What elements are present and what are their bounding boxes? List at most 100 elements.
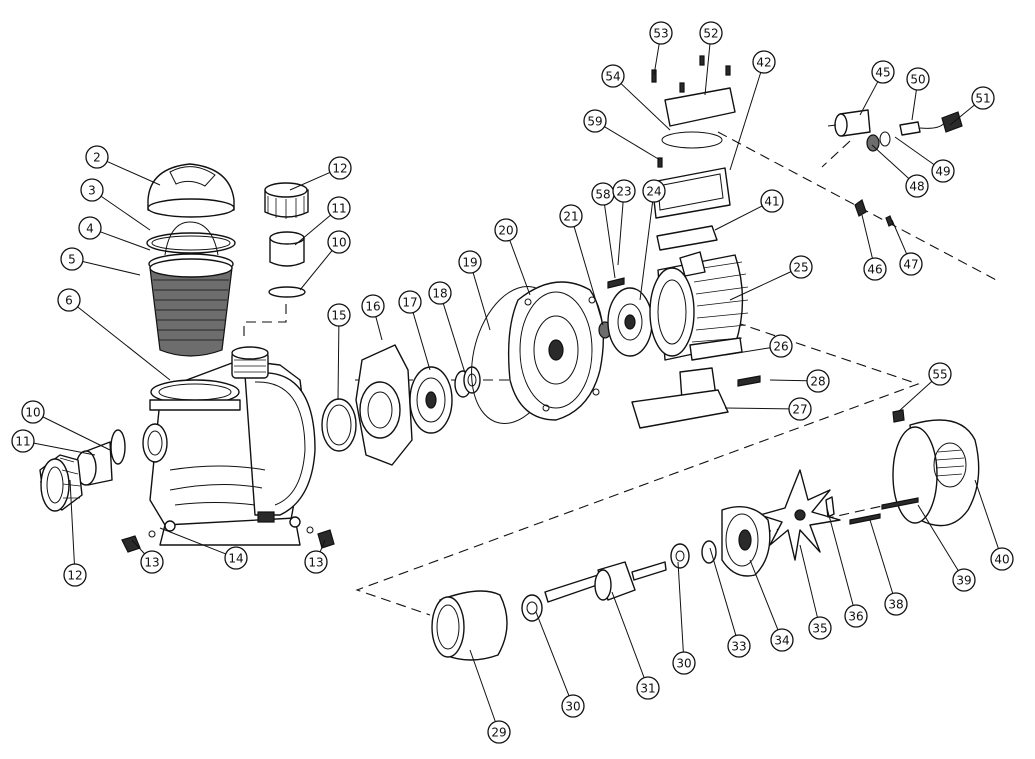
callout-55: 55 [897, 362, 952, 413]
callout-circle [642, 179, 666, 203]
callout-number: 31 [640, 682, 655, 696]
callout-number: 10 [25, 406, 40, 420]
leader-line [159, 527, 226, 555]
leader-line [82, 261, 141, 276]
callout-26: 26 [724, 334, 793, 358]
callout-number: 10 [331, 236, 346, 250]
callout-circle [752, 50, 776, 74]
callout-21: 21 [559, 204, 604, 326]
callout-number: 12 [67, 569, 82, 583]
callout-10: 10 [299, 230, 351, 291]
callout-circle [871, 60, 895, 84]
leader-line [131, 539, 145, 555]
callout-20: 20 [494, 218, 531, 296]
callout-59: 59 [583, 109, 661, 161]
callout-circle [327, 230, 351, 254]
callout-circle [304, 550, 328, 574]
callout-4: 4 [78, 216, 151, 251]
callout-circle [990, 547, 1014, 571]
fan-cover-parts [849, 409, 980, 527]
callout-54: 54 [601, 64, 671, 131]
leader-line [469, 649, 496, 722]
right-union-parts [264, 182, 309, 298]
callout-47: 47 [891, 219, 923, 276]
callout-circle [612, 179, 636, 203]
callout-circle [931, 159, 955, 183]
drain-plugs [121, 526, 335, 553]
leader-line [337, 325, 340, 401]
callout-circle [85, 145, 109, 169]
leader-line [319, 539, 326, 553]
leader-line [639, 201, 654, 301]
leader-line [33, 442, 96, 456]
electrical-parts [827, 109, 963, 227]
callout-39: 39 [917, 504, 976, 592]
callout-number: 18 [432, 287, 447, 301]
callout-5: 5 [60, 247, 141, 276]
callout-circle [327, 303, 351, 327]
callout-number: 52 [703, 27, 718, 41]
wet-end-parts [321, 344, 481, 466]
callout-number: 26 [773, 340, 788, 354]
callout-12: 12 [289, 156, 352, 191]
callout-circle [487, 720, 511, 744]
leader-line [871, 144, 910, 179]
callout-50: 50 [906, 67, 930, 121]
left-union-parts [39, 429, 126, 512]
callout-number: 38 [888, 598, 903, 612]
callout-13: 13 [131, 539, 164, 574]
leader-line [826, 507, 854, 606]
callout-circle [760, 189, 784, 213]
callout-number: 15 [331, 309, 346, 323]
callout-27: 27 [724, 397, 812, 421]
callout-40: 40 [974, 479, 1014, 571]
callout-number: 36 [848, 610, 863, 624]
callout-number: 25 [793, 261, 808, 275]
callout-34: 34 [749, 559, 794, 652]
leader-line [620, 83, 671, 131]
callout-11: 11 [11, 429, 96, 456]
callout-number: 17 [402, 296, 417, 310]
callout-51: 51 [949, 86, 995, 126]
callout-circle [727, 634, 751, 658]
callout-circle [806, 369, 830, 393]
callout-circle [884, 592, 908, 616]
callout-45: 45 [859, 60, 895, 116]
callout-circle [559, 204, 583, 228]
leader-line [974, 479, 999, 549]
callout-11: 11 [294, 196, 351, 246]
callout-circle [583, 109, 607, 133]
callout-10: 10 [21, 400, 111, 451]
callout-number: 20 [498, 224, 513, 238]
leader-line [100, 195, 151, 231]
callout-circle [905, 174, 929, 198]
callout-circle [224, 546, 248, 570]
callout-29: 29 [469, 649, 511, 744]
callout-circle [601, 64, 625, 88]
callout-number: 2 [93, 151, 101, 165]
callout-18: 18 [428, 281, 466, 374]
callout-28: 28 [769, 369, 830, 393]
callout-24: 24 [639, 179, 666, 301]
callout-circle [808, 616, 832, 640]
callout-circle [672, 651, 696, 675]
leader-line [611, 591, 645, 678]
callout-circle [140, 550, 164, 574]
callout-number: 45 [875, 66, 890, 80]
leader-line [42, 416, 111, 451]
callout-33: 33 [709, 547, 751, 658]
callout-circle [789, 255, 813, 279]
callout-30: 30 [672, 561, 696, 675]
callout-number: 51 [975, 92, 990, 106]
callout-25: 25 [729, 255, 813, 301]
callout-circle [769, 334, 793, 358]
leader-line [106, 161, 161, 186]
callout-number: 30 [565, 700, 580, 714]
leader-line [704, 43, 711, 96]
leader-line [799, 544, 818, 618]
callout-6: 6 [57, 288, 171, 381]
leader-line [412, 312, 431, 371]
callout-number: 53 [653, 27, 668, 41]
callout-number: 35 [812, 622, 827, 636]
